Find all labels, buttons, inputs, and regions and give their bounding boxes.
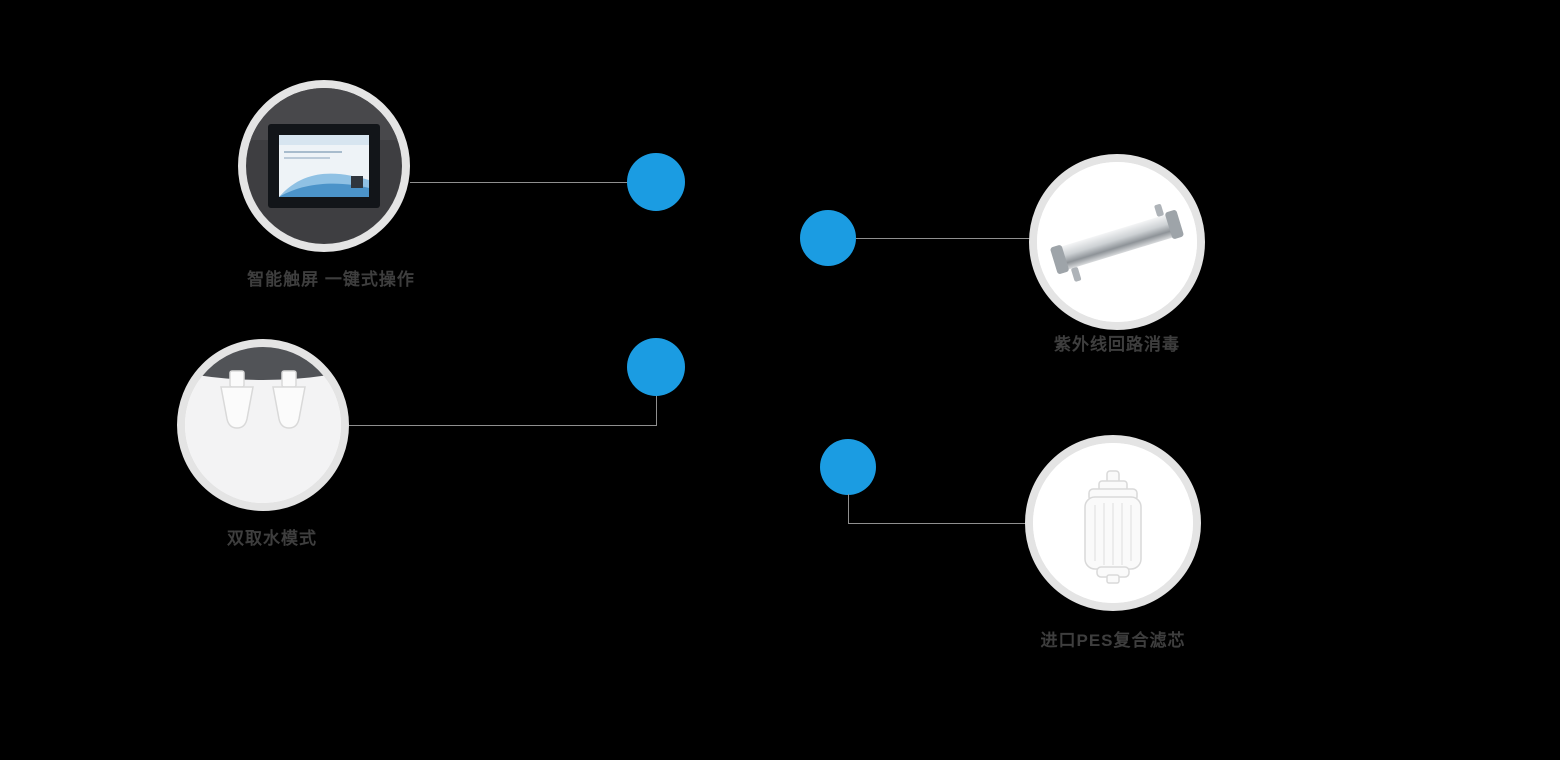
pes-filter-photo (1025, 435, 1201, 611)
connector-line-dual-water-h (349, 425, 657, 426)
hotspot-dot-dual-water[interactable] (627, 338, 685, 396)
connector-line-touchscreen (410, 182, 629, 183)
touchscreen-photo (238, 80, 410, 252)
connector-line-uv (856, 238, 1031, 239)
dual-water-nozzle-icon (185, 347, 341, 503)
feature-label-uv: 紫外线回路消毒 (1054, 335, 1180, 354)
pes-filter-icon (1033, 443, 1193, 603)
connector-line-pes-v (848, 494, 849, 524)
feature-label-pes-filter: 进口PES复合滤芯 (1040, 631, 1186, 650)
uv-sterilizer-icon (1037, 162, 1197, 322)
uv-sterilizer-photo (1029, 154, 1205, 330)
hotspot-dot-pes-filter[interactable] (820, 439, 876, 495)
dual-water-photo (177, 339, 349, 511)
feature-label-dual-water: 双取水模式 (227, 529, 317, 548)
connector-line-dual-water-v (656, 395, 657, 425)
touchscreen-panel-icon (246, 88, 402, 244)
hotspot-dot-uv[interactable] (800, 210, 856, 266)
connector-line-pes-h (848, 523, 1027, 524)
feature-label-touchscreen: 智能触屏 一键式操作 (247, 270, 415, 289)
hotspot-dot-touchscreen[interactable] (627, 153, 685, 211)
